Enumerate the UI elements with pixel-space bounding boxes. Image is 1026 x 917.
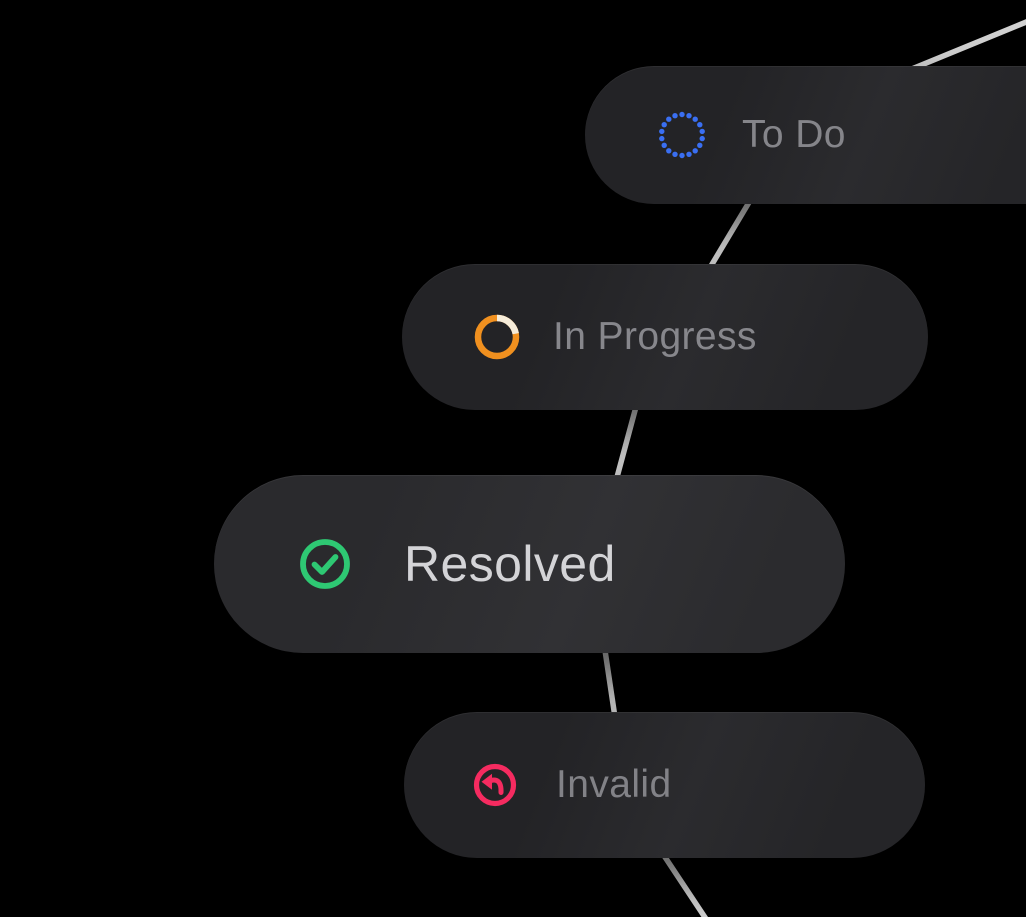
undo-circle-icon — [473, 763, 517, 807]
status-node-todo[interactable]: To Do — [585, 66, 1026, 204]
status-label-todo: To Do — [742, 113, 846, 156]
status-label-in-progress: In Progress — [553, 315, 757, 358]
status-node-invalid[interactable]: Invalid — [404, 712, 925, 858]
check-circle-icon — [300, 539, 350, 589]
dotted-circle-icon — [659, 111, 705, 159]
status-label-resolved: Resolved — [404, 536, 616, 592]
status-label-invalid: Invalid — [556, 763, 672, 806]
status-node-resolved[interactable]: Resolved — [214, 475, 845, 653]
status-node-in-progress[interactable]: In Progress — [402, 264, 928, 410]
progress-ring-icon — [474, 314, 520, 360]
